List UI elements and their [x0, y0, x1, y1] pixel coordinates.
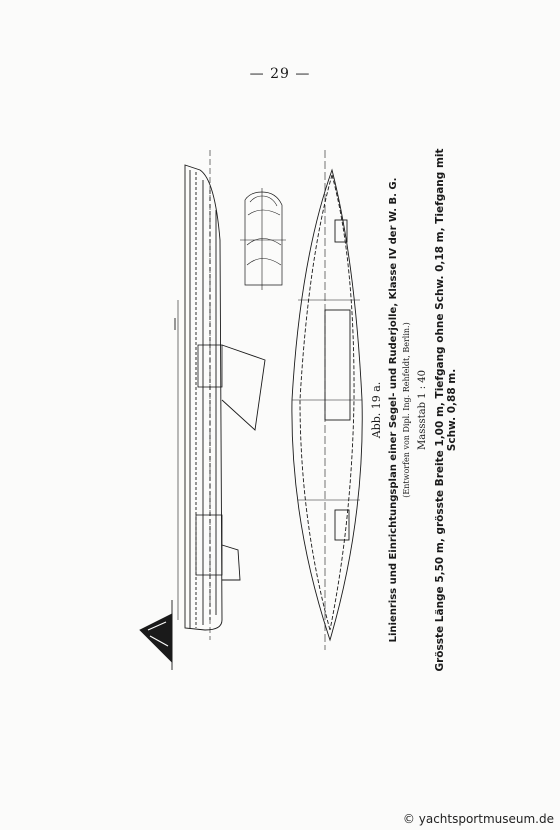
figure-caption: Abb. 19 a. Linienriss und Einrichtungspl…	[270, 140, 470, 680]
watermark: © yachtsportmuseum.de	[402, 812, 554, 826]
figure-scale: Massstab 1 : 40	[417, 370, 428, 450]
page-number: — 29 —	[249, 66, 311, 82]
figure-title: Linienriss und Einrichtungsplan einer Se…	[388, 177, 399, 643]
figure-dimensions: Grösste Länge 5,50 m, grösste Breite 1,0…	[434, 148, 458, 672]
club-pennant-icon	[139, 600, 173, 670]
half-breadth-plan	[291, 150, 363, 650]
body-sections	[240, 188, 286, 290]
side-profile	[174, 150, 266, 640]
figure-label: Abb. 19 a.	[370, 381, 383, 439]
figure-designer: (Entworfen von Dipl. Ing. Rehfeldt, Berl…	[402, 322, 411, 498]
